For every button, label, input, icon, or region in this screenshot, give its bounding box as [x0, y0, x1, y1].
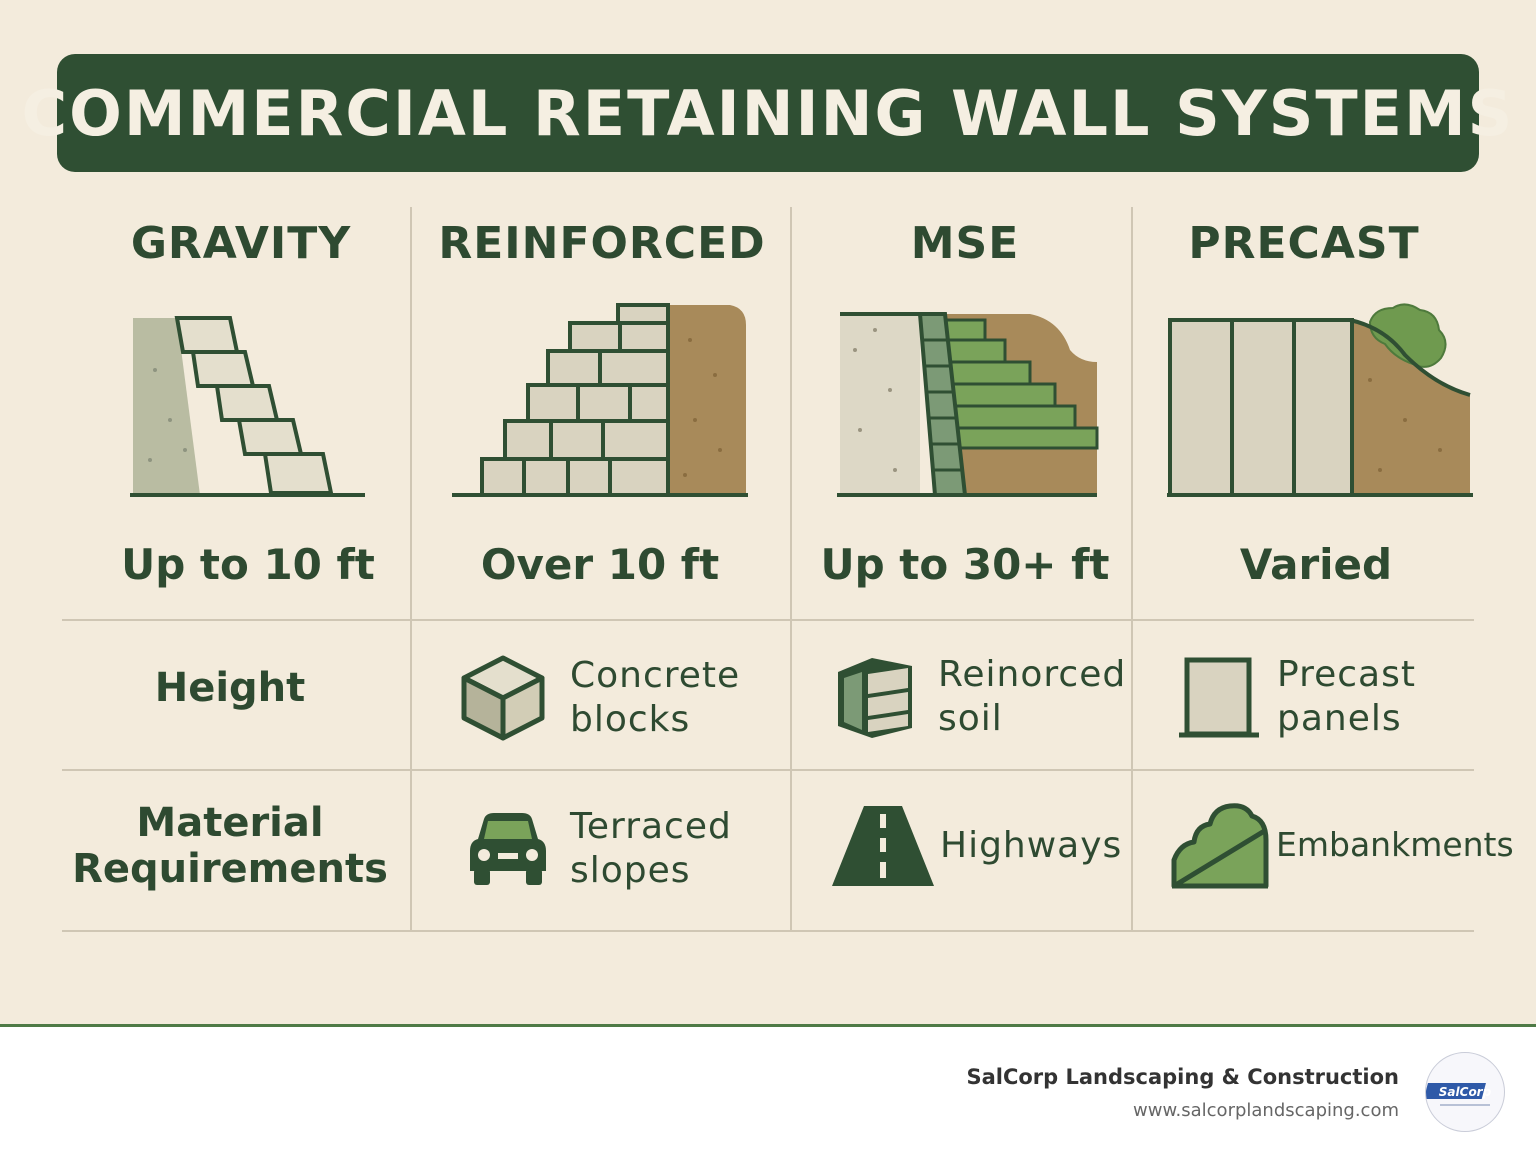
- grid-divider: [790, 207, 792, 930]
- grid-divider: [62, 930, 1474, 932]
- material-concrete-line1: Concrete: [570, 655, 741, 696]
- application-cell-terraced: Terraced slopes: [466, 805, 732, 893]
- material-panels-line2: panels: [1277, 698, 1402, 739]
- company-name: SalCorp Landscaping & Construction: [966, 1065, 1399, 1089]
- material-concrete-line2: blocks: [570, 699, 691, 740]
- grid-divider: [62, 769, 1474, 771]
- reinforced-wall-illustration: [452, 303, 748, 497]
- layered-block-icon: [838, 658, 912, 738]
- row-label-material-line1: Material: [136, 800, 324, 846]
- mse-wall-illustration: [837, 312, 1099, 497]
- company-url[interactable]: www.salcorplandscaping.com: [1133, 1100, 1399, 1121]
- height-reinforced: Over 10 ft: [480, 540, 720, 589]
- gravity-wall-illustration: [130, 316, 365, 497]
- embankment-icon: [1171, 803, 1269, 889]
- row-label-material: Material Requirements: [70, 800, 390, 892]
- row-label-material-line2: Requirements: [72, 846, 388, 892]
- car-icon: [470, 813, 546, 885]
- panel-icon: [1179, 657, 1259, 738]
- material-cell-soil: Reinorced soil: [832, 652, 1126, 742]
- material-panels-line1: Precast: [1277, 654, 1416, 695]
- company-logo: SalCorp: [1425, 1052, 1505, 1132]
- cube-icon: [461, 655, 545, 741]
- row-label-height: Height: [154, 665, 306, 711]
- application-embankments-line1: Embankments: [1276, 825, 1514, 864]
- application-highways-line1: Highways: [940, 825, 1123, 866]
- grid-divider: [410, 207, 412, 930]
- height-gravity: Up to 10 ft: [121, 540, 375, 589]
- page-title: COMMERCIAL RETAINING WALL SYSTEMS: [21, 76, 1515, 150]
- precast-wall-illustration: [1167, 303, 1473, 497]
- grid-divider: [62, 619, 1474, 621]
- height-precast: Varied: [1239, 540, 1393, 589]
- material-cell-panels: Precast panels: [1177, 652, 1416, 742]
- column-header-reinforced: REINFORCED: [438, 218, 766, 269]
- material-soil-line2: soil: [938, 698, 1003, 739]
- logo-text: SalCorp: [1439, 1085, 1492, 1099]
- road-icon: [832, 806, 934, 886]
- material-soil-line1: Reinorced: [938, 654, 1127, 695]
- column-header-mse: MSE: [910, 218, 1020, 269]
- application-terraced-line2: slopes: [570, 850, 691, 891]
- height-mse: Up to 30+ ft: [820, 540, 1110, 589]
- column-header-precast: PRECAST: [1188, 218, 1420, 269]
- grid-divider: [1131, 207, 1133, 930]
- application-cell-highways: Highways: [830, 804, 1122, 888]
- column-header-gravity: GRAVITY: [130, 218, 352, 269]
- title-bar: COMMERCIAL RETAINING WALL SYSTEMS: [22, 54, 1512, 172]
- application-terraced-line1: Terraced: [570, 806, 732, 847]
- application-cell-embankments: Embankments: [1170, 800, 1514, 890]
- footer: [0, 1024, 1536, 1157]
- material-cell-concrete: Concrete blocks: [458, 652, 740, 744]
